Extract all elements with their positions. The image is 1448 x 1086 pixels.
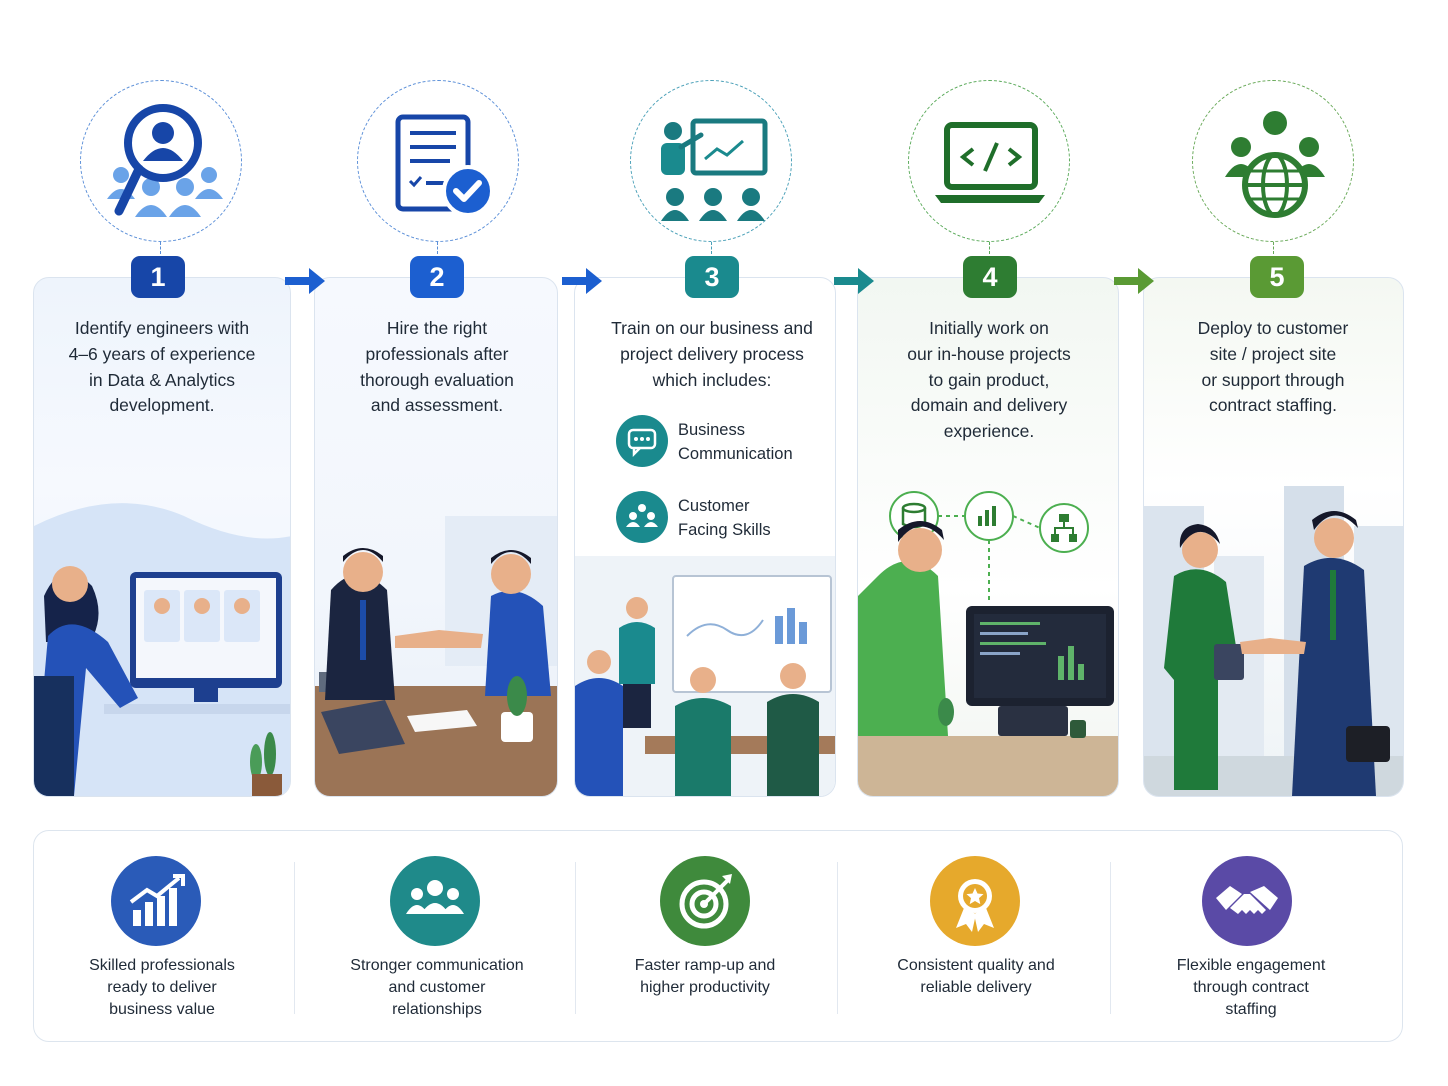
customer-group-icon (626, 504, 658, 527)
step-4-panel (857, 277, 1119, 797)
step-2-badge: 2 (410, 256, 464, 298)
benefit-2-icon-circle (390, 856, 480, 946)
step-4-badge: 4 (963, 256, 1017, 298)
step-4-description: Initially work on our in-house projects … (907, 318, 1071, 442)
step-3-description: Train on our business and project delive… (611, 318, 813, 390)
customer-site-handshake-illustration (1144, 486, 1403, 796)
classroom-training-illustration (575, 556, 835, 796)
step-5-badge: 5 (1250, 256, 1304, 298)
people-group-icon (406, 880, 464, 914)
magnifier-people-icon (107, 104, 223, 217)
benefit-5-text: Flexible engagement through contract sta… (1176, 957, 1326, 1018)
step-1-stem (160, 242, 161, 254)
handshake-icon (1216, 886, 1278, 914)
step-3-icon-circle (630, 80, 792, 242)
benefit-divider-2 (575, 862, 576, 1014)
laptop-code-icon (935, 122, 1045, 203)
step-5-icon-circle (1192, 80, 1354, 242)
step-2-panel (314, 277, 558, 797)
benefit-divider-4 (1110, 862, 1111, 1014)
skill-business-communication: Business Communication (616, 415, 836, 469)
step-2-icon-circle (357, 80, 519, 242)
step-3-stem (711, 242, 712, 254)
step-1-panel (33, 277, 291, 797)
step-4-to-5-arrow (1114, 268, 1154, 294)
chat-bubble-icon (627, 428, 657, 458)
engineer-at-computer-illustration (34, 503, 290, 796)
benefit-2-text: Stronger communication and customer rela… (350, 957, 524, 1018)
step-1-badge: 1 (131, 256, 185, 298)
benefit-4-text: Consistent quality and reliable delivery (897, 957, 1055, 996)
step-1-icon-circle (80, 80, 242, 242)
step-4-stem (989, 242, 990, 254)
step-3-to-4-arrow (834, 268, 874, 294)
step-2-to-3-arrow (562, 268, 602, 294)
benefit-1-icon-circle (111, 856, 201, 946)
developer-at-workstation-illustration (858, 491, 1118, 796)
presentation-training-icon (661, 118, 768, 221)
step-1-to-2-arrow (285, 268, 325, 294)
benefit-divider-1 (294, 862, 295, 1014)
step-4-icon-circle (908, 80, 1070, 242)
benefit-4-icon-circle (930, 856, 1020, 946)
benefit-1-text: Skilled professionals ready to deliver b… (89, 957, 235, 1018)
award-ribbon-icon (956, 879, 994, 932)
benefit-3-text: Faster ramp-up and higher productivity (634, 957, 776, 996)
benefit-divider-3 (837, 862, 838, 1014)
team-globe-icon (1225, 111, 1325, 218)
step-5-panel (1143, 277, 1404, 797)
step-3-panel (574, 277, 836, 797)
handshake-hiring-illustration (315, 516, 557, 796)
checklist-approved-icon (395, 114, 494, 217)
step-1-description: Identify engineers with 4–6 years of exp… (68, 318, 256, 416)
benefit-5-icon-circle (1202, 856, 1292, 946)
skill-customer-facing: Customer Facing Skills (616, 491, 836, 545)
target-icon (679, 874, 732, 929)
step-5-stem (1273, 242, 1274, 254)
step-3-badge: 3 (685, 256, 739, 298)
step-2-description: Hire the right professionals after thoro… (360, 318, 514, 416)
benefit-3-icon-circle (660, 856, 750, 946)
step-5-description: Deploy to customer site / project site o… (1197, 318, 1349, 416)
growth-chart-icon (129, 874, 185, 926)
step-2-stem (437, 242, 438, 254)
